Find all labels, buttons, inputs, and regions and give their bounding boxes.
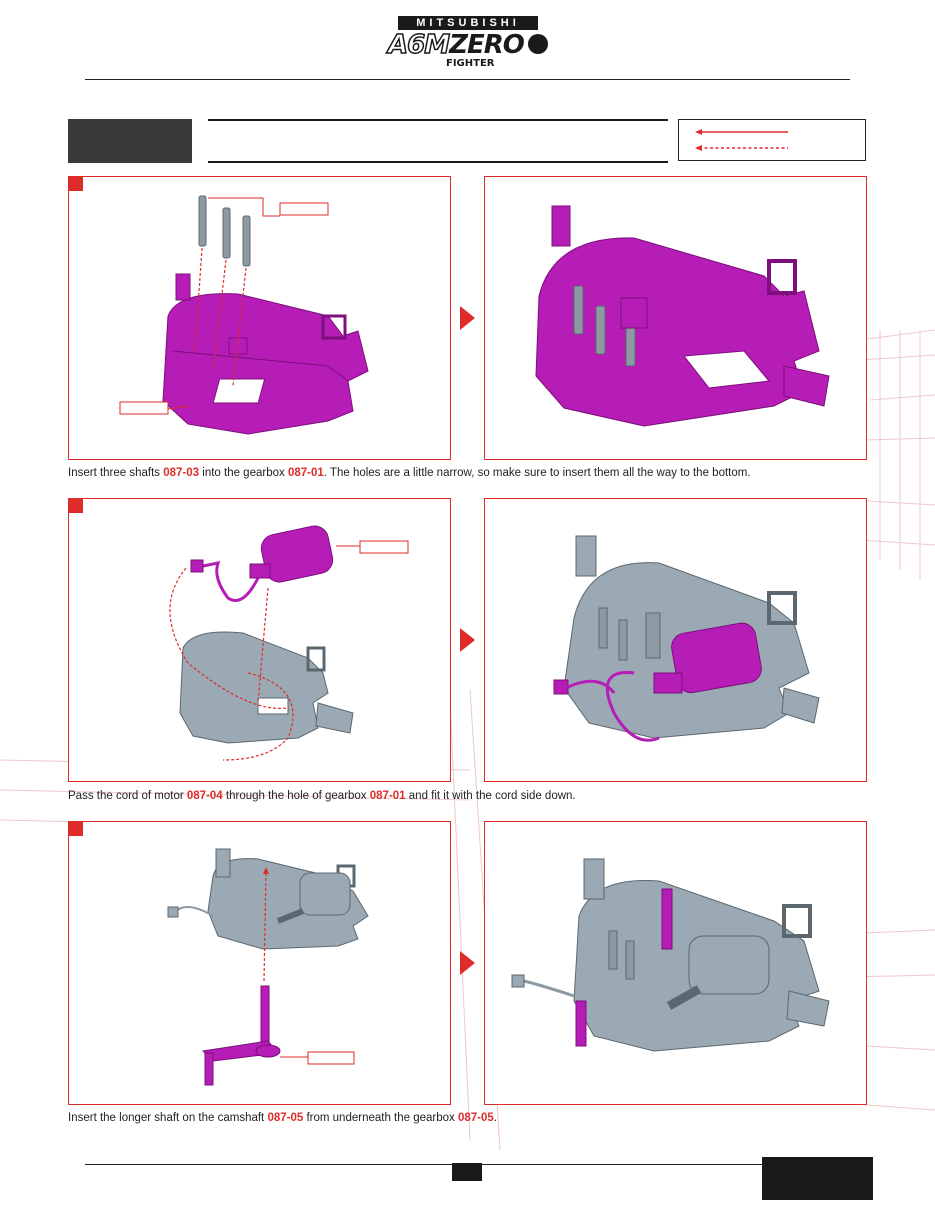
brand-main-b: ZERO xyxy=(449,30,525,60)
caption-text: . xyxy=(493,1112,497,1124)
routing-arrows xyxy=(169,567,294,761)
step3-diagram-assembled xyxy=(511,858,830,1052)
part-ref: 087-05 xyxy=(457,1112,494,1124)
callout-gearbox xyxy=(119,401,169,415)
logo-dot-icon xyxy=(528,34,548,54)
step3-diagram-exploded xyxy=(167,848,369,1086)
brand-main: A6MZERO xyxy=(387,29,525,61)
step2-marker xyxy=(69,499,83,513)
next-arrow-icon xyxy=(460,628,475,652)
part-ref: 087-05 xyxy=(267,1112,304,1124)
shaft-parts xyxy=(198,195,251,267)
motor-part xyxy=(190,525,334,602)
caption-text: and fit it with the cord side down. xyxy=(405,790,576,802)
step2-caption: Pass the cord of motor 087-04 through th… xyxy=(68,790,576,802)
caption-text: Insert the longer shaft on the camshaft xyxy=(68,1112,268,1124)
callout-lines xyxy=(167,197,280,410)
step2-diagram-assembled xyxy=(553,535,820,742)
step1-diagram-exploded xyxy=(119,195,369,435)
legend-arrows xyxy=(695,129,788,151)
callout-shaft xyxy=(279,202,329,216)
step1-caption: Insert three shafts 087-03 into the gear… xyxy=(68,467,751,479)
gearbox-motor-grey xyxy=(167,848,369,950)
callout-motor xyxy=(359,540,409,554)
dotted-arrow-icon xyxy=(695,145,788,151)
step1-diagram-assembled xyxy=(535,205,830,427)
footer-divider xyxy=(85,1164,762,1165)
step1-marker xyxy=(69,177,83,191)
caption-text: from underneath the gearbox xyxy=(303,1112,458,1124)
caption-text: . The holes are a little narrow, so make… xyxy=(323,467,751,479)
corner-block xyxy=(762,1157,873,1200)
next-arrow-icon xyxy=(460,306,475,330)
step3-caption: Insert the longer shaft on the camshaft … xyxy=(68,1112,497,1124)
title-rule-bottom xyxy=(208,161,668,163)
arrow-legend xyxy=(678,119,866,161)
gearbox-grey xyxy=(179,631,354,744)
caption-text: Pass the cord of motor xyxy=(68,790,187,802)
caption-text: into the gearbox xyxy=(199,467,288,479)
next-arrow-icon xyxy=(460,951,475,975)
part-ref: 087-03 xyxy=(163,467,200,479)
step-number-box xyxy=(68,119,192,163)
motor-installed xyxy=(553,622,762,742)
gearbox-assembled-final xyxy=(511,858,830,1052)
step2-diagram-exploded xyxy=(169,525,409,761)
brand-sub: FIGHTER xyxy=(446,58,495,69)
header-divider xyxy=(85,79,850,80)
brand-top: MITSUBISHI xyxy=(398,16,538,30)
gearbox-part xyxy=(162,273,369,435)
title-rule-top xyxy=(208,119,668,121)
caption-text: through the hole of gearbox xyxy=(222,790,370,802)
solid-arrow-icon xyxy=(695,129,788,135)
callout-camshaft xyxy=(307,1051,355,1065)
insertion-arrows xyxy=(194,247,247,387)
camshaft-part xyxy=(201,985,281,1086)
part-ref: 087-04 xyxy=(186,790,223,802)
step3-marker xyxy=(69,822,83,836)
caption-text: Insert three shafts xyxy=(68,467,164,479)
camshaft-installed xyxy=(575,888,673,1047)
page-number-tab xyxy=(452,1163,482,1181)
part-ref: 087-01 xyxy=(287,467,324,479)
gearbox-assembled xyxy=(535,205,830,427)
shafts-installed xyxy=(573,285,636,367)
brand-main-a: A6M xyxy=(387,29,451,61)
part-ref: 087-01 xyxy=(369,790,406,802)
insertion-arrows xyxy=(263,870,267,982)
